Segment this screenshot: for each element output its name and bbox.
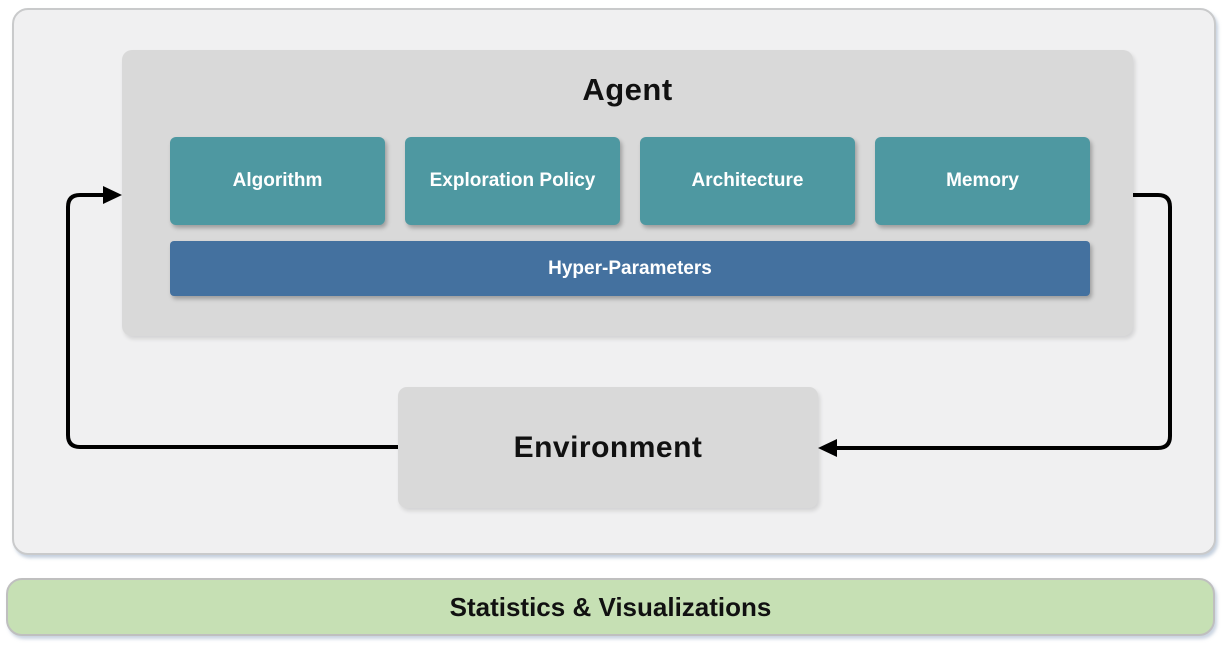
agent-container: Agent Algorithm Exploration Policy Archi… bbox=[122, 50, 1133, 336]
hyper-parameters-bar: Hyper-Parameters bbox=[170, 241, 1090, 296]
module-exploration-policy: Exploration Policy bbox=[405, 137, 620, 225]
statistics-visualizations-bar: Statistics & Visualizations bbox=[6, 578, 1215, 636]
agent-modules-row: Algorithm Exploration Policy Architectur… bbox=[170, 137, 1090, 225]
environment-box: Environment bbox=[398, 387, 818, 508]
agent-title: Agent bbox=[582, 72, 673, 107]
module-memory: Memory bbox=[875, 137, 1090, 225]
module-algorithm: Algorithm bbox=[170, 137, 385, 225]
module-architecture: Architecture bbox=[640, 137, 855, 225]
